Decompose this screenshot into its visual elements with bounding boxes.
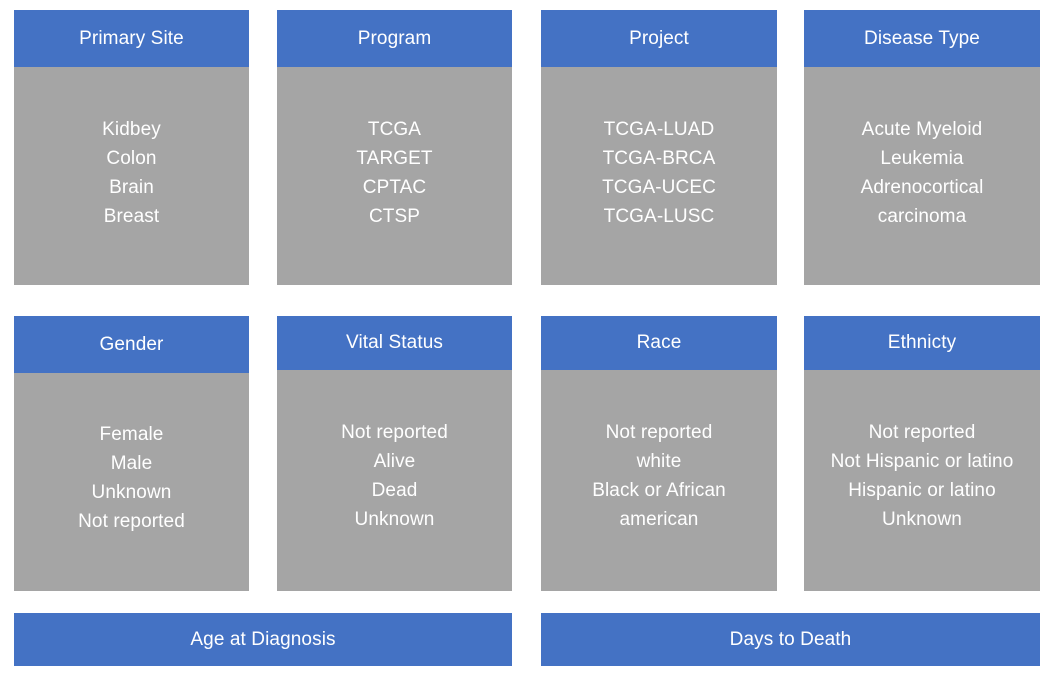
list-item: Adrenocortical carcinoma <box>860 177 984 227</box>
card-project[interactable]: Project TCGA-LUAD TCGA-BRCA TCGA-UCEC TC… <box>541 10 777 288</box>
card-gender[interactable]: Gender Female Male Unknown Not reported <box>14 316 249 594</box>
list-item: Breast <box>103 206 160 227</box>
list-item: TCGA-LUSC <box>603 206 715 227</box>
list-item: Male <box>110 453 153 474</box>
list-item: Colon <box>106 148 157 169</box>
card-primary-site[interactable]: Primary Site Kidbey Colon Brain Breast <box>14 10 249 288</box>
list-item: Brain <box>109 177 154 198</box>
list-item: Unknown <box>354 509 435 530</box>
card-vital-status[interactable]: Vital Status Not reported Alive Dead Unk… <box>277 316 512 594</box>
card-header-gender: Gender <box>14 316 249 373</box>
list-item: Unknown <box>882 509 962 530</box>
card-title-gender: Gender <box>99 333 164 355</box>
card-title-project: Project <box>629 27 689 49</box>
card-race[interactable]: Race Not reported white Black or African… <box>541 316 777 594</box>
bar-label-age-at-diagnosis: Age at Diagnosis <box>190 628 336 650</box>
card-header-project: Project <box>541 10 777 67</box>
list-item: Not reported <box>78 511 185 532</box>
list-item: Not reported <box>341 422 448 443</box>
card-body-disease-type: Acute Myeloid Leukemia Adrenocortical ca… <box>804 67 1040 285</box>
card-title-race: Race <box>636 332 682 353</box>
list-item: Alive <box>373 451 416 472</box>
card-body-primary-site: Kidbey Colon Brain Breast <box>14 67 249 285</box>
list-item: TCGA-BRCA <box>602 148 716 169</box>
list-item: Unknown <box>91 482 172 503</box>
list-item: TCGA-UCEC <box>602 177 716 198</box>
card-title-ethnicty: Ethnicty <box>887 332 957 353</box>
card-program[interactable]: Program TCGA TARGET CPTAC CTSP <box>277 10 512 288</box>
list-item: TCGA <box>367 119 422 140</box>
card-body-race: Not reported white Black or African amer… <box>541 370 777 591</box>
card-body-gender: Female Male Unknown Not reported <box>14 373 249 591</box>
card-header-race: Race <box>541 316 777 370</box>
bar-label-days-to-death: Days to Death <box>729 628 852 650</box>
card-ethnicty[interactable]: Ethnicty Not reported Not Hispanic or la… <box>804 316 1040 594</box>
card-header-disease-type: Disease Type <box>804 10 1040 67</box>
card-header-ethnicty: Ethnicty <box>804 316 1040 370</box>
bar-age-at-diagnosis[interactable]: Age at Diagnosis <box>14 613 512 666</box>
card-body-program: TCGA TARGET CPTAC CTSP <box>277 67 512 285</box>
list-item: CPTAC <box>362 177 427 198</box>
list-item: white <box>636 451 682 472</box>
card-header-program: Program <box>277 10 512 67</box>
list-item: Kidbey <box>102 119 161 140</box>
card-title-program: Program <box>357 27 432 49</box>
list-item: Not reported <box>605 422 713 443</box>
card-title-primary-site: Primary Site <box>79 27 184 49</box>
card-header-primary-site: Primary Site <box>14 10 249 67</box>
bar-days-to-death[interactable]: Days to Death <box>541 613 1040 666</box>
list-item: Not reported <box>868 422 976 443</box>
card-body-vital-status: Not reported Alive Dead Unknown <box>277 370 512 591</box>
list-item: Female <box>99 424 164 445</box>
list-item: TARGET <box>356 148 433 169</box>
card-body-ethnicty: Not reported Not Hispanic or latino Hisp… <box>804 370 1040 591</box>
list-item: Black or African american <box>592 480 726 530</box>
card-title-vital-status: Vital Status <box>346 332 443 353</box>
list-item: CTSP <box>368 206 421 227</box>
card-title-disease-type: Disease Type <box>864 27 980 49</box>
list-item: Acute Myeloid Leukemia <box>861 119 983 169</box>
list-item: Hispanic or latino <box>848 480 996 501</box>
list-item: TCGA-LUAD <box>603 119 715 140</box>
card-body-project: TCGA-LUAD TCGA-BRCA TCGA-UCEC TCGA-LUSC <box>541 67 777 285</box>
list-item: Not Hispanic or latino <box>830 451 1014 472</box>
list-item: Dead <box>371 480 418 501</box>
card-header-vital-status: Vital Status <box>277 316 512 370</box>
card-disease-type[interactable]: Disease Type Acute Myeloid Leukemia Adre… <box>804 10 1040 288</box>
